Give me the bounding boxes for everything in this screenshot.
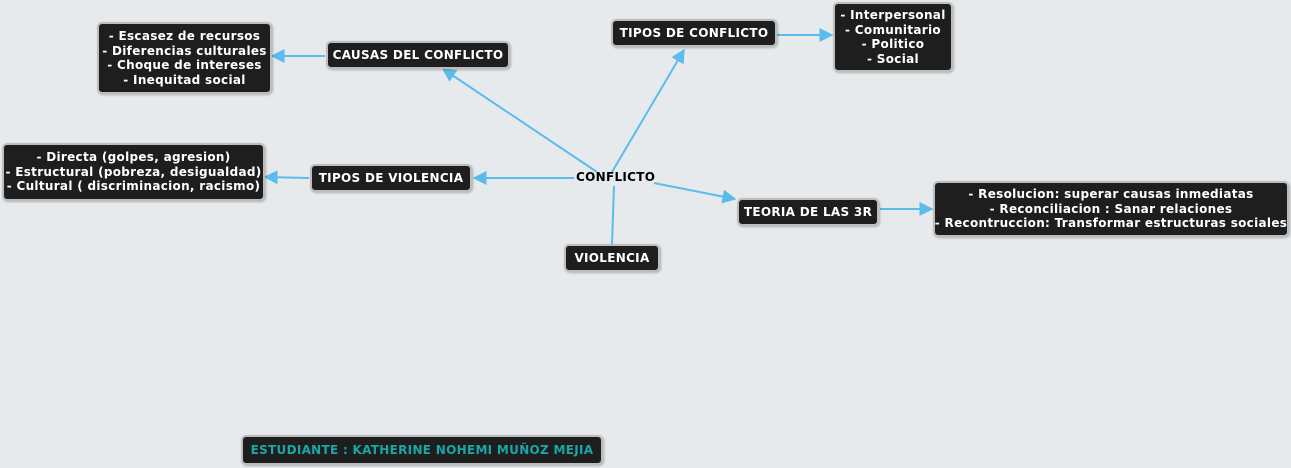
detail-item: - Inequitad social — [123, 72, 246, 87]
node-violencia[interactable]: VIOLENCIA — [564, 244, 660, 272]
node-teoria-de-las-3r[interactable]: TEORIA DE LAS 3R — [737, 198, 879, 226]
node-tipos-de-conflicto[interactable]: TIPOS DE CONFLICTO — [611, 19, 777, 47]
connector-violencia — [611, 185, 615, 245]
node-tipos-de-violencia[interactable]: TIPOS DE VIOLENCIA — [310, 164, 472, 192]
detail-item: - Interpersonal — [840, 8, 946, 22]
detail-item: - Diferencias culturales — [102, 43, 267, 58]
details-tipos-conflicto[interactable]: - Interpersonal - Comunitario - Politico… — [833, 2, 953, 72]
connector-tipos-conflicto — [611, 48, 685, 173]
detail-item: - Recontruccion: Transformar estructuras… — [934, 216, 1288, 231]
connector-teoria — [653, 182, 737, 204]
student-credit: ESTUDIANTE : KATHERINE NOHEMI MUÑOZ MEJI… — [241, 435, 603, 465]
details-tipos-violencia[interactable]: - Directa (golpes, agresion) - Estructur… — [2, 143, 265, 201]
detail-item: - Cultural ( discriminacion, racismo) — [6, 179, 261, 194]
connector-causas — [441, 68, 598, 173]
detail-item: - Reconciliacion : Sanar relaciones — [989, 201, 1233, 216]
detail-item: - Resolucion: superar causas inmediatas — [968, 187, 1254, 202]
node-causas-del-conflicto[interactable]: CAUSAS DEL CONFLICTO — [326, 41, 510, 69]
details-teoria[interactable]: - Resolucion: superar causas inmediatas … — [933, 181, 1289, 237]
detail-item: - Comunitario — [845, 22, 941, 37]
center-concept[interactable]: CONFLICTO — [576, 170, 656, 184]
detail-item: - Estructural (pobreza, desigualdad) — [5, 164, 262, 179]
detail-item: - Choque de intereses — [107, 58, 262, 72]
details-causas[interactable]: - Escasez de recursos - Diferencias cult… — [97, 22, 272, 94]
detail-item: - Escasez de recursos — [108, 29, 261, 43]
detail-item: - Politico — [861, 37, 925, 51]
connector-tipos-violencia-details — [263, 170, 310, 185]
detail-item: - Social — [867, 51, 919, 66]
detail-item: - Directa (golpes, agresion) — [36, 150, 231, 165]
